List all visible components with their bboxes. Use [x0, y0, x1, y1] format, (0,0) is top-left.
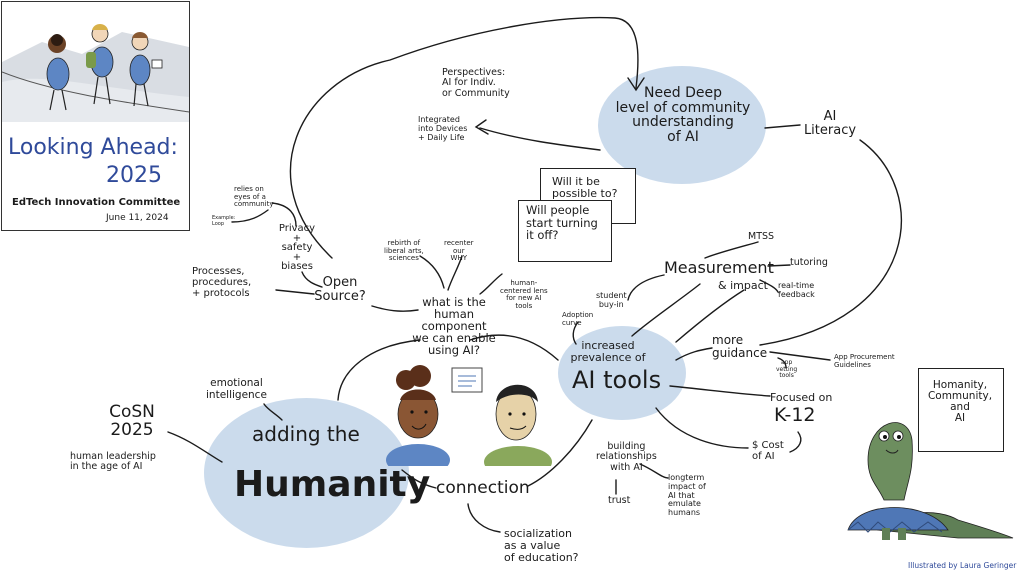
impact-note: & impact [718, 279, 768, 292]
humanity-blob [204, 398, 409, 548]
human-component-node: what is the human component we can enabl… [412, 295, 496, 358]
recenter-note: recenter our WHY [444, 239, 474, 263]
illustrator-credit: Illustrated by Laura Geringer [908, 561, 1017, 570]
measurement-node: Measurement [664, 258, 774, 277]
open-source-node: Open Source? [314, 275, 366, 304]
dinosaur-character-illustration [847, 422, 1014, 540]
k12-node: K-12 [774, 404, 816, 426]
dino-bubble-text: Homanity, Community, and AI [927, 379, 993, 425]
tutoring-note: tutoring [790, 257, 828, 268]
realtime-note: real-time feedback [778, 281, 815, 299]
socialization-note: socialization as a value of education? [504, 527, 579, 565]
committee-name: EdTech Innovation Committee [12, 197, 181, 208]
title-line-2: 2025 [106, 163, 162, 188]
title-line-1: Looking Ahead: [8, 135, 178, 160]
emotional-intelligence-note: emotional intelligence [206, 377, 267, 401]
processes-node: Processes, procedures, + protocols [192, 266, 252, 299]
increased-prevalence-label: increased prevalence of [570, 339, 646, 364]
focused-on-label: Focused on [770, 391, 833, 404]
more-guidance-node: more guidance [712, 333, 768, 361]
two-people-faces-illustration [386, 365, 552, 466]
need-deep-node: Need Deep level of community understandi… [615, 85, 751, 146]
ai-tools-blob [558, 326, 686, 420]
human-centered-note: human- centered lens for new AI tools [500, 279, 548, 311]
ai-literacy-node: AI Literacy [803, 109, 857, 138]
relies-on-note: relies on eyes of a community [234, 185, 274, 209]
title-panel: Looking Ahead: 2025 EdTech Innovation Co… [1, 1, 190, 231]
longterm-impact-note: longterm impact of AI that emulate human… [668, 473, 706, 518]
rebirth-note: rebirth of liberal arts, sciences [384, 239, 424, 263]
panel-date: June 11, 2024 [106, 213, 169, 223]
perspectives-note: Perspectives: AI for Indiv. or Community [442, 67, 510, 99]
trust-note: trust [608, 495, 631, 506]
need-deep-blob [598, 66, 766, 184]
connection-node: connection [436, 478, 530, 498]
building-relationships-note: building relationships with AI [596, 441, 657, 473]
cost-of-ai-node: $ Cost of AI [752, 440, 784, 462]
app-procurement-note: App Procurement Guidelines [834, 353, 895, 369]
humanity-node: Humanity [234, 464, 431, 505]
cosn-2025-node: CoSN 2025 [109, 402, 155, 440]
student-buyin-note: student buy-in [596, 291, 627, 309]
will-people-bubble [518, 200, 612, 262]
mtss-note: MTSS [748, 231, 775, 242]
will-people-text: Will people start turning it off? [526, 203, 598, 243]
adoption-curve-note: Adoption curve [562, 311, 594, 327]
app-vetting-note: app vetting tools [776, 359, 798, 380]
example-note: Example: Loop [212, 215, 236, 227]
human-leadership-note: human leadership in the age of AI [70, 451, 156, 473]
ai-tools-node: AI tools [572, 366, 662, 394]
will-possible-text: Will it be possible to? [552, 175, 618, 201]
three-hikers-illustration [2, 24, 189, 122]
privacy-node: Privacy + safety + biases [278, 223, 316, 272]
adding-the-label: adding the [252, 422, 360, 446]
dino-speech-bubble [918, 368, 1004, 452]
integrated-note: Integrated into Devices + Daily Life [418, 115, 468, 142]
